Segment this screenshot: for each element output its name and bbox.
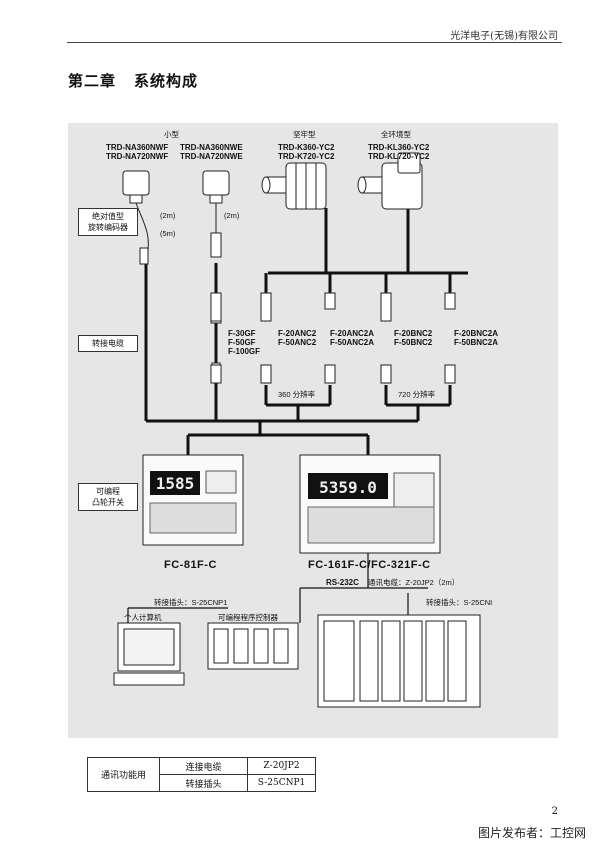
label-cable: 转接电缆 [78,335,138,352]
rs232c-label: RS-232C [326,578,359,587]
encoder-small-a [122,170,150,265]
encoder-enclosed [357,152,423,210]
table-value: Z-20JP2 [247,757,316,775]
watermark: 图片发布者：工控网 [477,826,586,840]
system-diagram: 1585 5359.0 [68,123,558,738]
label-controller: 可编程 凸轮开关 [78,483,138,511]
plug-right-label: 转接插头：S-25CNI [426,598,493,607]
pc [113,622,185,686]
label-encoder: 绝对值型 旋转编码器 [78,208,138,236]
controller-large-model: FC-161F-C/FC-321F-C [308,559,431,571]
length-b: (2m) [224,211,240,220]
page-number: 2 [551,806,558,817]
group-sturdy: 坚牢型 [293,130,316,139]
plc-label: 可编程程序控制器 [218,613,278,622]
controller-small-model: FC-81F-C [164,559,217,571]
controller-large: 5359.0 [299,454,441,554]
resolution-720: 720 分辨率 [398,390,436,399]
chapter-title: 第二章系统构成 [68,70,198,91]
table-row: 转接插头 S-25CNP1 [88,774,316,792]
comm-table-wrap: 通讯功能用 连接电缆 Z-20JP2 转接插头 S-25CNP1 [87,757,316,792]
length-a: (2m) [160,211,176,220]
comm-cable-label: 通讯电缆：Z-20JP2（2m） [368,578,460,587]
comm-table: 通讯功能用 连接电缆 Z-20JP2 转接插头 S-25CNP1 [87,757,316,792]
diagram-graphics: 1585 5359.0 [113,152,481,708]
encoder-sturdy [261,162,327,210]
header-rule [67,42,562,43]
controller-small-display: 1585 [156,474,195,493]
length-c: (5m) [160,229,176,238]
pc-label: 个人计算机 [124,613,162,622]
group-small: 小型 [164,130,179,139]
chapter-name: 系统构成 [134,72,199,90]
controller-small: 1585 [142,454,244,546]
table-group: 通讯功能用 [87,757,160,792]
table-item: 连接电缆 [159,757,248,775]
plc [207,622,299,670]
plug-left-label: 转接插头：S-25CNP1 [154,598,228,607]
header-company: 光洋电子(无锡)有限公司 [450,31,558,42]
table-row: 通讯功能用 连接电缆 Z-20JP2 [87,757,316,792]
resolution-360: 360 分辨率 [278,390,316,399]
group-enclosed: 全环境型 [381,130,411,139]
plc-rack [317,614,481,708]
chapter-number: 第二章 [68,72,117,90]
table-item: 转接插头 [159,774,248,792]
table-value: S-25CNP1 [247,774,316,792]
controller-large-display: 5359.0 [319,478,377,497]
